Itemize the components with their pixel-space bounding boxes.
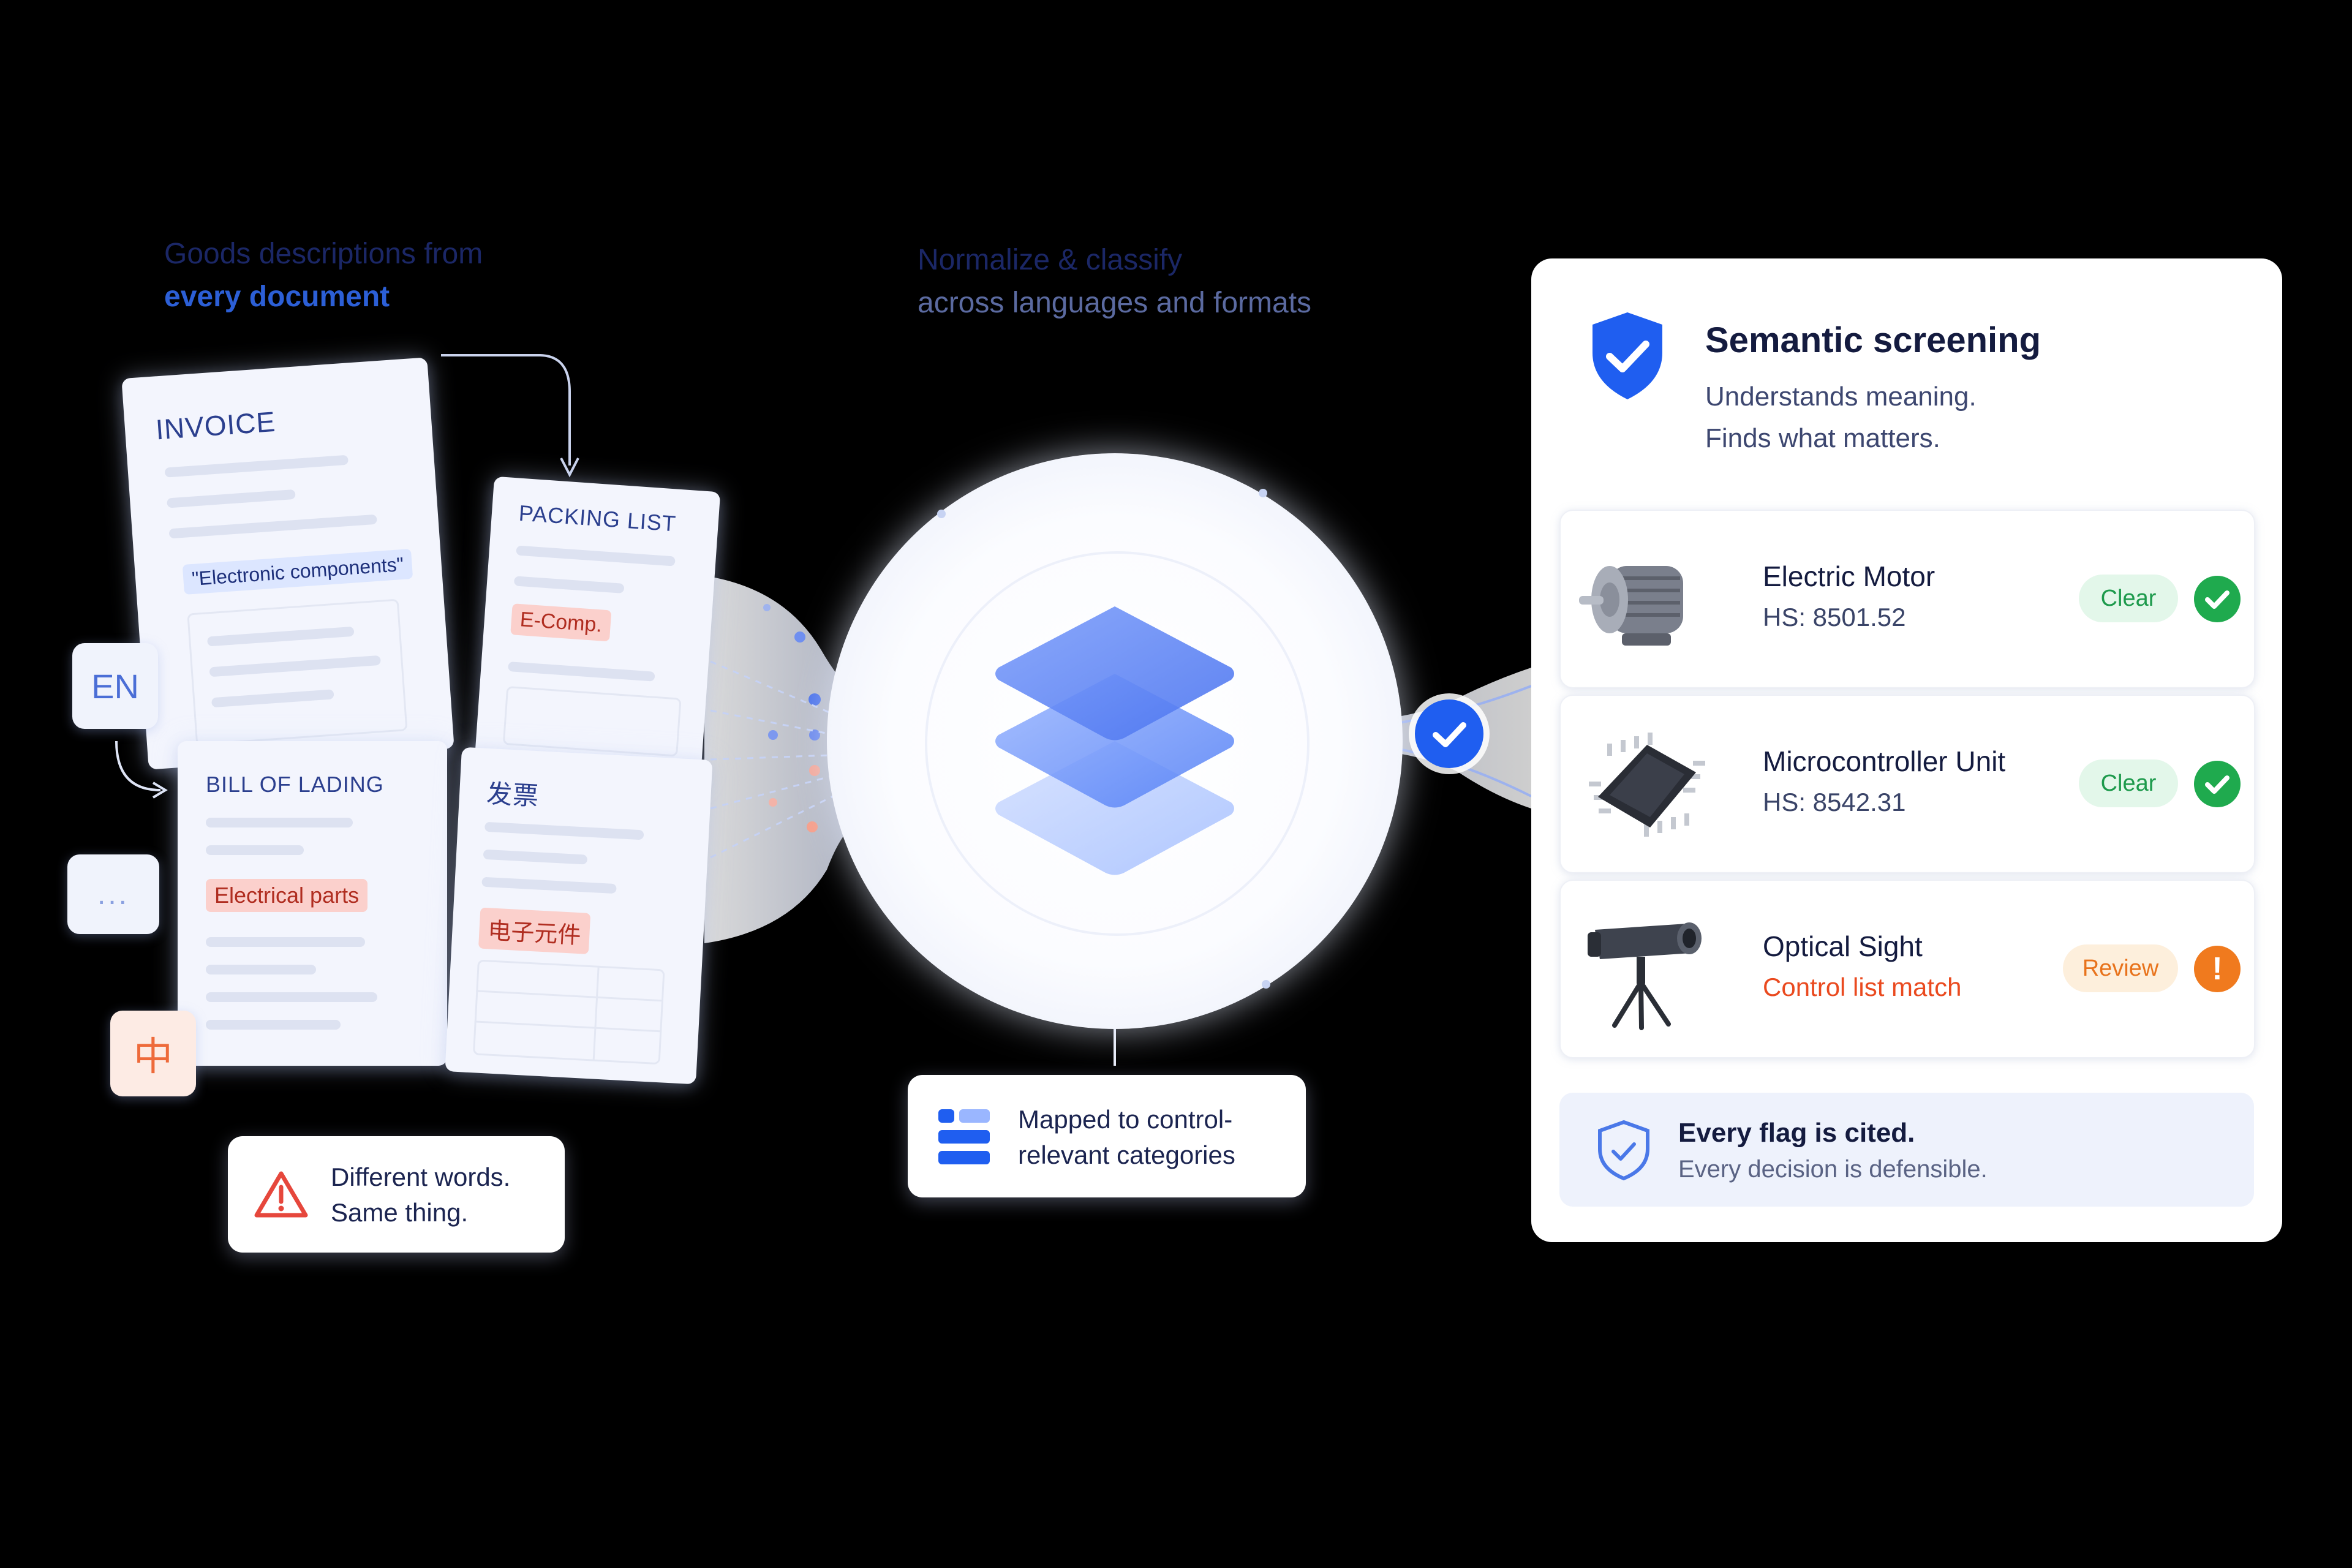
mapped-categories-callout: Mapped to control- relevant categories [908, 1075, 1306, 1197]
bill-of-lading-title: BILL OF LADING [206, 772, 384, 797]
microchip-image [1589, 733, 1705, 837]
packing-list-document: PACKING LIST E-Comp. [473, 476, 721, 786]
fapiao-snippet: 电子元件 [478, 907, 591, 954]
middle-heading: Normalize & classify across languages an… [918, 239, 1311, 325]
middle-heading-line1: Normalize & classify [918, 244, 1183, 276]
different-words-line1: Different words. [331, 1163, 511, 1191]
fapiao-document: 发票 电子元件 [445, 747, 713, 1085]
screening-item-microcontroller[interactable]: Microcontroller Unit HS: 8542.31 Clear [1559, 695, 2255, 873]
citation-footer-line1: Every flag is cited. [1678, 1118, 1915, 1148]
semantic-screening-panel: Semantic screening Understands meaning. … [1531, 258, 2282, 1242]
warning-icon [254, 1171, 308, 1218]
citation-footer-line2: Every decision is defensible. [1678, 1156, 1988, 1183]
mapped-categories-line2: relevant categories [1018, 1140, 1235, 1169]
panel-title: Semantic screening [1705, 320, 2041, 360]
packing-list-title: PACKING LIST [518, 500, 677, 537]
item-detail: HS: 8501.52 [1763, 603, 1906, 631]
status-check-icon [2194, 761, 2241, 807]
language-chip-more-label: ... [97, 878, 129, 911]
language-chip-en: EN [72, 643, 158, 729]
left-heading-line2: every document [164, 281, 390, 313]
left-heading-line1: Goods descriptions from [164, 238, 483, 270]
bill-of-lading-snippet: Electrical parts [206, 879, 368, 912]
fapiao-title: 发票 [486, 778, 540, 811]
language-chip-zh-label: 中 [134, 1035, 173, 1079]
packing-list-snippet: E-Comp. [510, 603, 612, 642]
middle-heading-line2: across languages and formats [918, 287, 1312, 319]
categories-list-icon [938, 1109, 990, 1164]
bill-of-lading-document: BILL OF LADING Electrical parts [178, 741, 447, 1066]
optical-sight-image [1588, 922, 1702, 1030]
invoice-snippet: "Electronic components" [182, 548, 413, 595]
electric-motor-image [1579, 566, 1683, 646]
language-chip-en-label: EN [91, 666, 139, 706]
invoice-title: INVOICE [154, 405, 277, 446]
shield-check-icon [1593, 312, 1662, 399]
screening-item-optical-sight[interactable]: Optical Sight Control list match Review … [1559, 880, 2255, 1058]
status-pill-review: Review [2063, 944, 2178, 992]
left-funnel [704, 576, 870, 943]
invoice-to-packing-arrow [441, 354, 571, 466]
verified-check-badge [1415, 699, 1483, 768]
different-words-callout: Different words. Same thing. [228, 1136, 565, 1253]
status-check-icon [2194, 576, 2241, 622]
panel-subtitle-line1: Understands meaning. [1705, 382, 1977, 412]
citation-footer: Every flag is cited. Every decision is d… [1559, 1093, 2254, 1207]
invoice-document: INVOICE "Electronic components" [121, 357, 454, 770]
item-detail: HS: 8542.31 [1763, 788, 1906, 816]
language-chip-zh: 中 [110, 1011, 196, 1096]
item-name: Microcontroller Unit [1763, 745, 2006, 777]
panel-subtitle-line2: Finds what matters. [1705, 423, 1940, 453]
status-pill-clear: Clear [2079, 575, 2178, 622]
different-words-line2: Same thing. [331, 1198, 469, 1227]
language-chip-more: ... [67, 854, 159, 934]
shield-outline-icon [1598, 1120, 1649, 1181]
check-icon [1433, 722, 1466, 747]
mapped-categories-line1: Mapped to control- [1018, 1105, 1233, 1134]
item-detail-alert: Control list match [1763, 973, 1962, 1001]
item-name: Optical Sight [1763, 930, 1923, 962]
status-pill-clear: Clear [2079, 760, 2178, 807]
item-name: Electric Motor [1763, 560, 1936, 592]
layers-stack-icon [995, 606, 1234, 875]
screening-item-electric-motor[interactable]: Electric Motor HS: 8501.52 Clear [1559, 510, 2255, 688]
engine-inner-ring [925, 551, 1310, 936]
status-alert-icon: ! [2194, 946, 2241, 992]
left-heading: Goods descriptions from every document [164, 233, 483, 318]
